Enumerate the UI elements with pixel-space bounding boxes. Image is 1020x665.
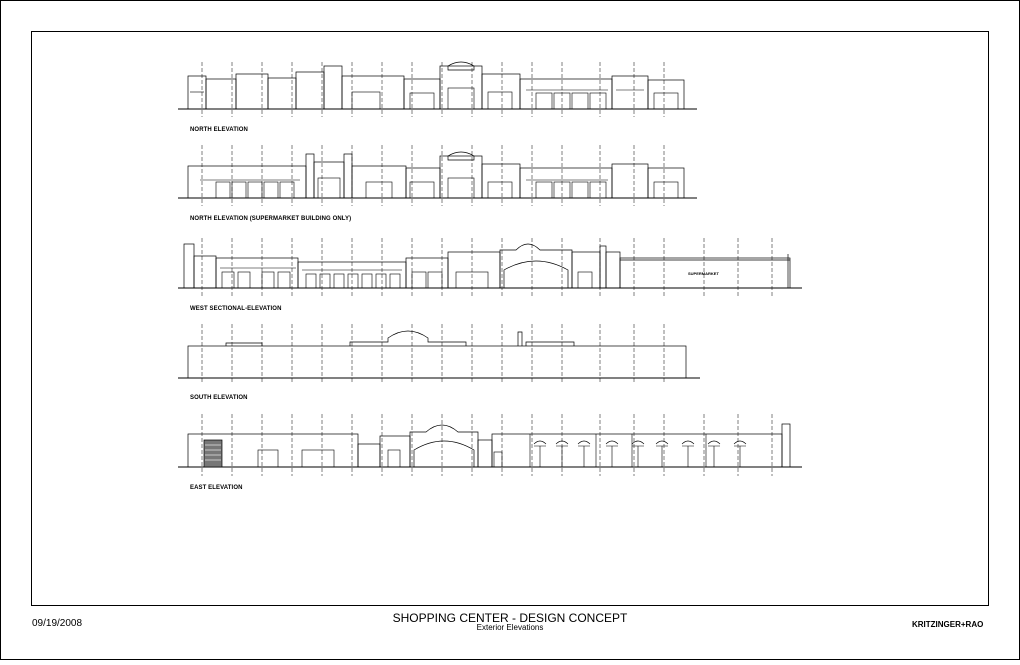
drawing-date: 09/19/2008 [32, 618, 83, 629]
north-elevation-label: NORTH ELEVATION [190, 127, 248, 133]
east-elevation [178, 414, 802, 476]
grid-lines [201, 324, 665, 384]
firm-name: KRITZINGER+RAO [912, 620, 984, 629]
drawing-frame [31, 31, 989, 606]
south-elevation-label: SOUTH ELEVATION [190, 395, 248, 401]
palm-trees [533, 440, 747, 467]
grid-lines [201, 62, 665, 117]
west-sectional-elevation: SUPERMARKET [178, 238, 802, 298]
south-elevation [178, 324, 700, 384]
east-elevation-label: EAST ELEVATION [190, 485, 243, 491]
sheet-subtitle: Exterior Elevations [476, 623, 544, 632]
sheet-title: SHOPPING CENTER - DESIGN CONCEPT [392, 611, 628, 625]
grid-lines [201, 145, 665, 206]
north-elevation [178, 61, 697, 117]
north-elevation-supermarket [178, 145, 697, 206]
north-elevation-supermarket-label: NORTH ELEVATION (SUPERMARKET BUILDING ON… [190, 216, 352, 222]
west-sectional-elevation-label: WEST SECTIONAL-ELEVATION [190, 306, 282, 312]
supermarket-label: SUPERMARKET [688, 271, 719, 276]
